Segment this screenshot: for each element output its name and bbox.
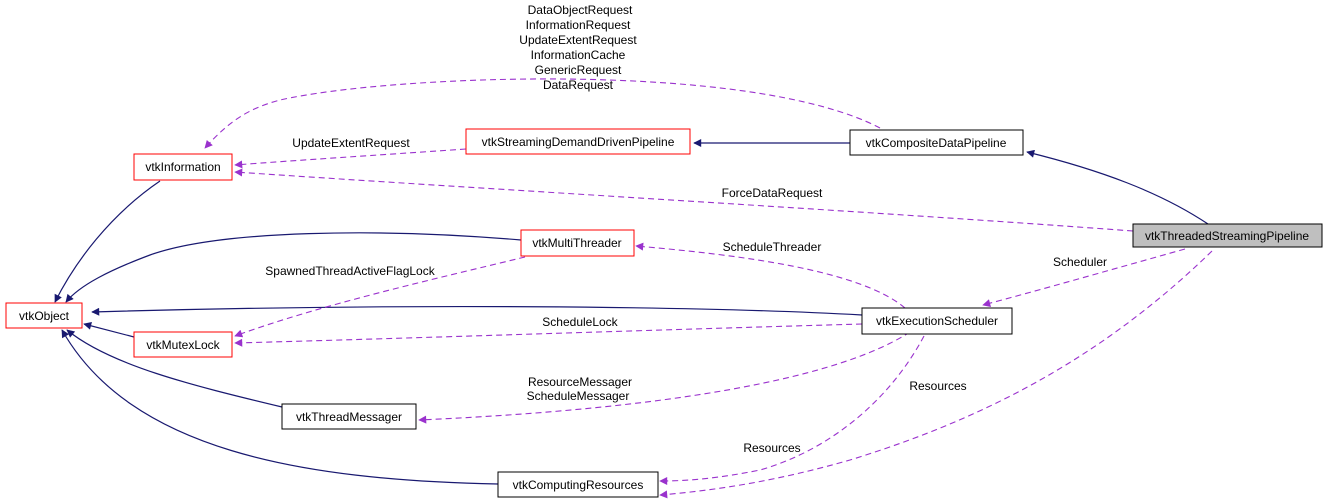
edge-threaded-uses-scheduler (982, 248, 1186, 308)
edge-scheduler-uses-threadmessager (418, 331, 911, 424)
label-spawnedthreadactiveflaglock: SpawnedThreadActiveFlagLock (265, 264, 435, 278)
label-updateextentrequest-top: UpdateExtentRequest (519, 33, 637, 47)
node-label-vtkcomputingresources[interactable]: vtkComputingResources (513, 478, 644, 492)
label-genericrequest: GenericRequest (535, 63, 622, 77)
node-label-vtkmultithreader[interactable]: vtkMultiThreader (532, 236, 621, 250)
label-informationrequest: InformationRequest (526, 18, 631, 32)
edge-threaded-inherits-composite (1026, 149, 1209, 225)
usage-edges (204, 78, 1213, 499)
edge-threaded-uses-information (234, 168, 1134, 232)
edge-streaming-uses-information (234, 148, 467, 169)
label-resources-scheduler: Resources (743, 441, 800, 455)
node-label-vtkcompositedatapipeline[interactable]: vtkCompositeDataPipeline (866, 136, 1007, 150)
edge-multithreader-inherits-object (65, 232, 522, 303)
label-scheduler: Scheduler (1053, 255, 1107, 269)
edge-resources-inherits-object (61, 329, 499, 485)
label-datarequest: DataRequest (543, 78, 614, 92)
label-schedulethreader: ScheduleThreader (723, 240, 822, 254)
label-schedulemessager: ScheduleMessager (527, 389, 630, 403)
edge-multithreader-uses-mutexlock (234, 256, 526, 338)
node-label-vtkthreadmessager[interactable]: vtkThreadMessager (296, 410, 402, 424)
node-vtkcomputingresources[interactable]: vtkComputingResources (497, 471, 659, 498)
label-updateextentrequest: UpdateExtentRequest (292, 136, 410, 150)
edge-information-inherits-object (54, 180, 161, 303)
edge-scheduler-inherits-object (91, 305, 863, 316)
label-forcedatarequest: ForceDataRequest (722, 186, 823, 200)
label-schedulelock: ScheduleLock (542, 315, 618, 329)
node-vtkmutexlock[interactable]: vtkMutexLock (133, 331, 233, 358)
label-resourcemessager: ResourceMessager (528, 375, 632, 389)
node-vtkmultithreader[interactable]: vtkMultiThreader (520, 229, 635, 257)
node-vtkstreamingdemanddrivenpipeline[interactable]: vtkStreamingDemandDrivenPipeline (465, 128, 691, 155)
node-label-vtkobject[interactable]: vtkObject (19, 309, 70, 323)
node-label-vtkinformation[interactable]: vtkInformation (145, 160, 220, 174)
edge-threaded-uses-resources (659, 250, 1213, 499)
edge-scheduler-uses-resources (659, 335, 925, 485)
node-label-vtkstreamingdemanddrivenpipeline[interactable]: vtkStreamingDemandDrivenPipeline (482, 135, 675, 149)
label-informationcache: InformationCache (531, 48, 626, 62)
node-vtkinformation[interactable]: vtkInformation (133, 153, 233, 181)
edge-scheduler-uses-multithreader (635, 242, 906, 309)
edge-composite-uses-information (204, 78, 881, 149)
edge-scheduler-uses-mutexlock (234, 323, 863, 347)
label-resources-threaded: Resources (909, 379, 966, 393)
edge-mutexlock-inherits-object (83, 321, 135, 338)
node-vtkthreadmessager[interactable]: vtkThreadMessager (281, 403, 417, 430)
node-vtkthreadedstreamingpipeline: vtkThreadedStreamingPipeline (1132, 223, 1323, 248)
node-label-vtkexecutionscheduler[interactable]: vtkExecutionScheduler (876, 314, 998, 328)
node-vtkexecutionscheduler[interactable]: vtkExecutionScheduler (861, 307, 1013, 335)
inheritance-edges (54, 139, 1209, 485)
label-dataobjectrequest: DataObjectRequest (528, 3, 633, 17)
node-vtkobject[interactable]: vtkObject (5, 302, 83, 329)
edge-labels: DataObjectRequest InformationRequest Upd… (265, 3, 1107, 455)
edge-threadmessager-inherits-object (66, 329, 283, 408)
node-label-vtkthreadedstreamingpipeline: vtkThreadedStreamingPipeline (1145, 229, 1309, 243)
node-vtkcompositedatapipeline[interactable]: vtkCompositeDataPipeline (849, 129, 1024, 156)
node-label-vtkmutexlock[interactable]: vtkMutexLock (146, 338, 220, 352)
